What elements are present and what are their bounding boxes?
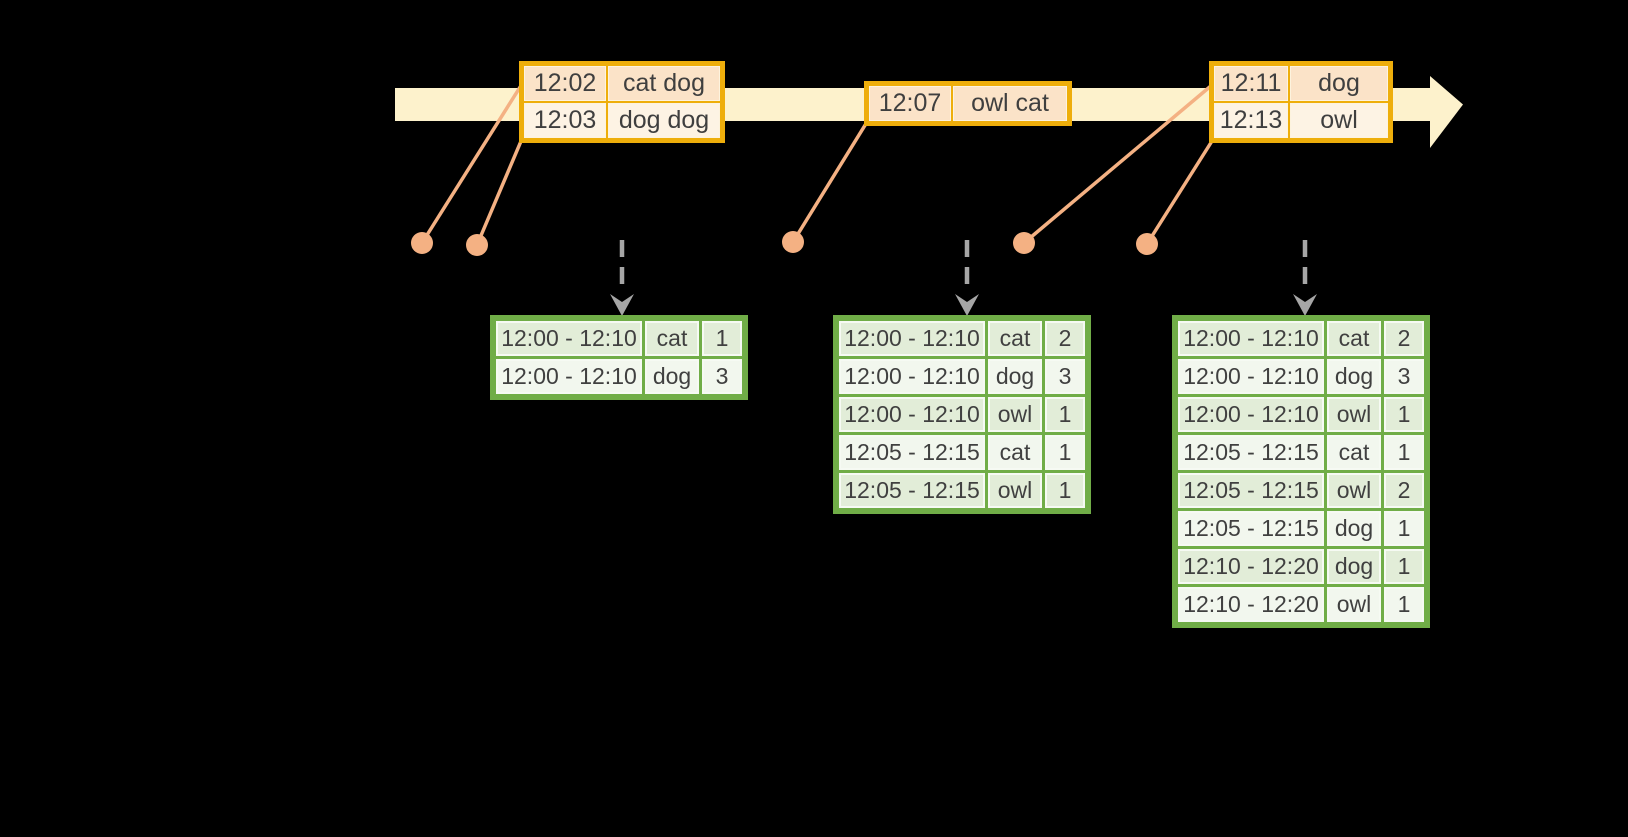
event-dot <box>411 232 433 254</box>
count-cell: 1 <box>1384 435 1424 470</box>
event-words-cell: owl <box>1290 103 1388 138</box>
word-cell: cat <box>645 321 699 356</box>
window-cell: 12:05 - 12:15 <box>1178 473 1324 508</box>
word-cell: owl <box>1327 587 1381 622</box>
connector-line <box>1022 83 1214 245</box>
event-words-cell: cat dog <box>608 66 720 101</box>
window-cell: 12:05 - 12:15 <box>839 435 985 470</box>
count-cell: 1 <box>702 321 742 356</box>
count-cell: 3 <box>702 359 742 394</box>
event-time-cell: 12:02 <box>524 66 606 101</box>
count-cell: 1 <box>1045 397 1085 432</box>
count-cell: 3 <box>1045 359 1085 394</box>
window-cell: 12:00 - 12:10 <box>496 321 642 356</box>
window-cell: 12:05 - 12:15 <box>1178 511 1324 546</box>
trigger-arrows <box>619 240 1308 294</box>
word-cell: owl <box>988 473 1042 508</box>
word-cell: dog <box>1327 359 1381 394</box>
connector-line <box>420 83 524 244</box>
count-cell: 2 <box>1384 473 1424 508</box>
word-cell: cat <box>1327 321 1381 356</box>
event-words-cell: dog dog <box>608 103 720 138</box>
trigger-arrowhead-icon <box>610 294 634 316</box>
word-cell: cat <box>988 321 1042 356</box>
count-cell: 1 <box>1384 587 1424 622</box>
window-cell: 12:10 - 12:20 <box>1178 587 1324 622</box>
count-cell: 2 <box>1384 321 1424 356</box>
window-cell: 12:00 - 12:10 <box>1178 397 1324 432</box>
window-cell: 12:00 - 12:10 <box>839 397 985 432</box>
word-cell: dog <box>988 359 1042 394</box>
word-cell: owl <box>988 397 1042 432</box>
event-time-cell: 12:11 <box>1214 66 1288 101</box>
word-cell: cat <box>988 435 1042 470</box>
timeline-arrowhead-icon <box>1430 76 1463 148</box>
window-cell: 12:05 - 12:15 <box>1178 435 1324 470</box>
connector-line <box>1145 140 1214 245</box>
window-cell: 12:00 - 12:10 <box>1178 359 1324 394</box>
window-cell: 12:00 - 12:10 <box>839 321 985 356</box>
word-cell: owl <box>1327 473 1381 508</box>
count-cell: 1 <box>1045 435 1085 470</box>
window-cell: 12:00 - 12:10 <box>1178 321 1324 356</box>
count-cell: 1 <box>1045 473 1085 508</box>
word-cell: dog <box>645 359 699 394</box>
word-cell: cat <box>1327 435 1381 470</box>
count-cell: 1 <box>1384 397 1424 432</box>
word-cell: dog <box>1327 549 1381 584</box>
event-words-cell: owl cat <box>953 86 1067 121</box>
window-cell: 12:10 - 12:20 <box>1178 549 1324 584</box>
event-connector-lines <box>420 83 1214 246</box>
event-time-cell: 12:03 <box>524 103 606 138</box>
event-dot <box>782 231 804 253</box>
connector-line <box>475 126 529 246</box>
event-time-cell: 12:13 <box>1214 103 1288 138</box>
trigger-arrowhead-icon <box>955 294 979 316</box>
count-cell: 3 <box>1384 359 1424 394</box>
connector-line <box>791 121 869 243</box>
trigger-arrowheads <box>610 294 1317 316</box>
word-cell: owl <box>1327 397 1381 432</box>
count-cell: 2 <box>1045 321 1085 356</box>
event-dots <box>411 231 1158 256</box>
event-time-cell: 12:07 <box>869 86 951 121</box>
window-cell: 12:05 - 12:15 <box>839 473 985 508</box>
event-dot <box>1013 232 1035 254</box>
window-cell: 12:00 - 12:10 <box>496 359 642 394</box>
event-dot <box>1136 233 1158 255</box>
count-cell: 1 <box>1384 511 1424 546</box>
trigger-arrowhead-icon <box>1293 294 1317 316</box>
word-cell: dog <box>1327 511 1381 546</box>
event-dot <box>466 234 488 256</box>
event-words-cell: dog <box>1290 66 1388 101</box>
count-cell: 1 <box>1384 549 1424 584</box>
window-cell: 12:00 - 12:10 <box>839 359 985 394</box>
